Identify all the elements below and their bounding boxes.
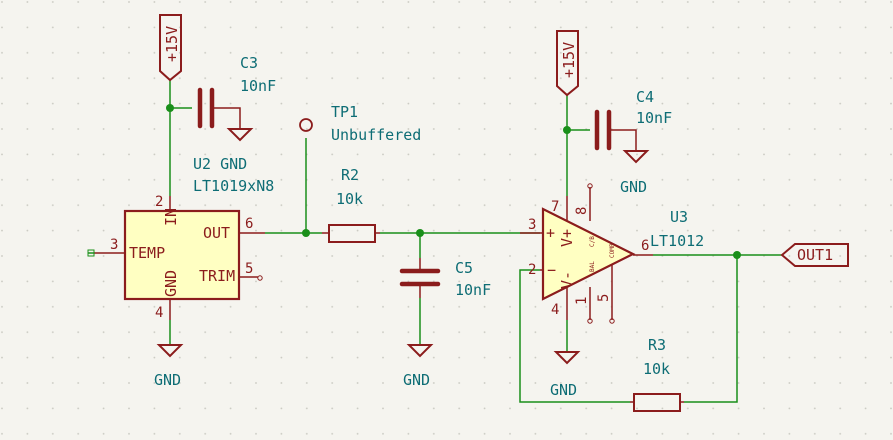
u3-bal: BAL bbox=[589, 261, 596, 272]
u3-pin-num-vneg: 4 bbox=[551, 302, 559, 318]
power-label: +15V bbox=[163, 26, 181, 62]
ground-symbol bbox=[156, 344, 184, 358]
u3-pin-num-noninv: 3 bbox=[528, 217, 536, 233]
u3-pin-num-vpos: 7 bbox=[551, 199, 559, 215]
r3-ref: R3 bbox=[648, 336, 666, 354]
ground-label: GND bbox=[403, 371, 430, 389]
u3-vpos: V+ bbox=[558, 229, 576, 247]
capacitor-c4[interactable]: C4 10nF GND bbox=[594, 88, 672, 196]
capacitor-c3[interactable]: C3 10nF bbox=[197, 54, 276, 142]
ground-symbol bbox=[406, 344, 434, 358]
r2-ref: R2 bbox=[341, 166, 359, 184]
tp1-ref: TP1 bbox=[331, 103, 358, 121]
power-vplus-left[interactable]: +15V bbox=[159, 14, 182, 82]
u2-pin-num-in: 2 bbox=[155, 194, 163, 210]
u3-pin-num-5: 5 bbox=[596, 294, 612, 302]
u3-plus: + bbox=[546, 224, 555, 242]
u3-pin-num-1: 1 bbox=[574, 297, 590, 305]
ground-symbol bbox=[553, 351, 581, 365]
u2-pin-out: OUT bbox=[203, 224, 230, 242]
ground-label: GND bbox=[154, 371, 181, 389]
r2-value: 10k bbox=[336, 190, 363, 208]
capacitor-c5[interactable]: C5 10nF bbox=[399, 258, 491, 299]
u2-pin-num-gnd: 4 bbox=[155, 305, 163, 321]
u2-ref: U2 bbox=[193, 155, 211, 173]
tp1-value: Unbuffered bbox=[331, 126, 421, 144]
junction-dot bbox=[733, 251, 741, 259]
ground-u2[interactable]: GND bbox=[154, 344, 184, 389]
u3-ref: U3 bbox=[670, 208, 688, 226]
u2-pin-gnd: GND bbox=[162, 270, 180, 297]
c5-ref: C5 bbox=[455, 259, 473, 277]
u3-pin-num-8: 8 bbox=[574, 207, 590, 215]
ground-label: GND bbox=[550, 381, 577, 399]
opamp-u3[interactable]: 3 2 + − 7 V+ 4 V- 8 C/B 1 BAL 5 COMP 6 U… bbox=[520, 183, 704, 324]
u2-pin-trim: TRIM bbox=[199, 267, 235, 285]
c4-gnd-label: GND bbox=[620, 178, 647, 196]
junctions bbox=[166, 104, 741, 259]
junction-dot bbox=[416, 229, 424, 237]
out1-label: OUT1 bbox=[797, 246, 833, 264]
u3-value: LT1012 bbox=[650, 232, 704, 250]
junction-dot bbox=[302, 229, 310, 237]
wire-feedback-right bbox=[684, 255, 738, 403]
u3-pin-num-inv: 2 bbox=[528, 262, 536, 278]
ic-u2[interactable]: U2 GND LT1019xN8 2 IN OUT 6 TEMP 3 TRIM … bbox=[87, 155, 274, 321]
r3-value: 10k bbox=[643, 360, 670, 378]
c3-value: 10nF bbox=[240, 77, 276, 95]
u3-comp: COMP bbox=[609, 243, 616, 258]
power-vplus-right[interactable]: +15V bbox=[556, 30, 579, 97]
c4-value: 10nF bbox=[636, 109, 672, 127]
c4-ref: C4 bbox=[636, 88, 654, 106]
u2-gnd-note: GND bbox=[220, 155, 247, 173]
u2-pin-num-trim: 5 bbox=[245, 261, 253, 277]
ground-c5[interactable]: GND bbox=[403, 344, 434, 389]
u3-cbal: C/B bbox=[589, 236, 596, 247]
u3-vneg: V- bbox=[558, 271, 576, 289]
u2-pin-num-temp: 3 bbox=[110, 237, 118, 253]
wires bbox=[88, 80, 782, 403]
c3-ref: C3 bbox=[240, 54, 258, 72]
resistor-r3[interactable]: R3 10k bbox=[630, 336, 684, 412]
resistor-r2[interactable]: R2 10k bbox=[322, 166, 380, 243]
c5-value: 10nF bbox=[455, 281, 491, 299]
output-label-out1[interactable]: OUT1 bbox=[780, 243, 849, 267]
u2-ref-gnd: U2 GND bbox=[193, 155, 247, 173]
u3-minus: − bbox=[547, 261, 556, 279]
u2-pin-temp: TEMP bbox=[129, 244, 165, 262]
u2-value: LT1019xN8 bbox=[193, 177, 274, 195]
junction-dot bbox=[563, 126, 571, 134]
u3-pin-num-out: 6 bbox=[641, 238, 649, 254]
power-label: +15V bbox=[560, 42, 578, 78]
junction-dot bbox=[166, 104, 174, 112]
ground-symbol bbox=[622, 150, 650, 164]
ground-symbol bbox=[226, 128, 254, 142]
u2-pin-in: IN bbox=[162, 208, 180, 226]
ground-u3[interactable]: GND bbox=[550, 351, 581, 399]
test-point-tp1[interactable]: TP1 Unbuffered bbox=[299, 103, 421, 144]
u2-pin-num-out: 6 bbox=[245, 216, 253, 232]
wire-feedback-left bbox=[519, 269, 630, 403]
